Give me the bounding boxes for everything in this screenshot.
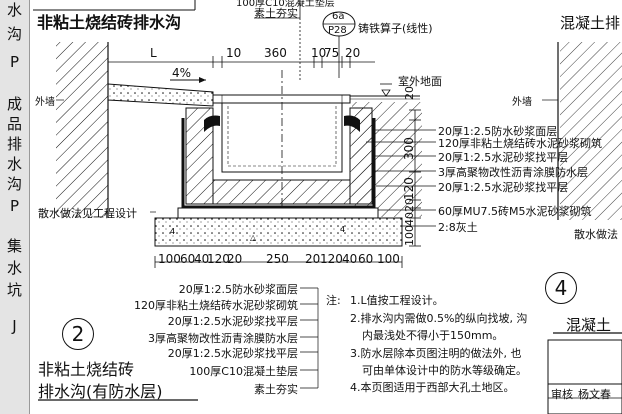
bdim: 250 bbox=[266, 252, 289, 266]
dim-20: 20 bbox=[345, 46, 361, 60]
bdim: 120 bbox=[320, 252, 343, 266]
vdim-20b: 20 bbox=[403, 198, 416, 212]
dim-L: L bbox=[150, 46, 157, 60]
bdim: 100 bbox=[158, 252, 181, 266]
layer-bottom-7: 素土夯实 bbox=[254, 383, 298, 396]
sidebar-char[interactable]: 水 bbox=[6, 155, 22, 173]
sidebar-char[interactable]: 排 bbox=[6, 135, 22, 153]
outdoor-ground-label: 室外地面 bbox=[398, 75, 442, 88]
dim-75: 75 bbox=[324, 46, 340, 60]
notes-head: 注: bbox=[326, 294, 341, 307]
dim-10b: 10 bbox=[311, 46, 327, 60]
note-line: 2.排水沟内需做0.5%的纵向找坡, 沟 bbox=[350, 312, 528, 325]
bdim: 40 bbox=[342, 252, 358, 266]
detail-number-2: 2 bbox=[62, 318, 94, 350]
layer-bottom-1: 20厚1:2.5防水砂浆面层 bbox=[178, 283, 298, 296]
slope-label: 4% bbox=[172, 66, 192, 80]
layer-right-2: 120厚非粘土烧结砖水泥砂浆砌筑 bbox=[438, 137, 602, 150]
bdim: 120 bbox=[207, 252, 230, 266]
detail2-title-line2: 排水沟(有防水层) bbox=[38, 382, 163, 401]
layer-bottom-3: 20厚1:2.5水泥砂浆找平层 bbox=[167, 315, 298, 328]
layer-bottom-4: 3厚高聚物改性沥青涂膜防水层 bbox=[148, 332, 298, 345]
vdim-20: 20 bbox=[403, 86, 416, 100]
bdim: 60 bbox=[358, 252, 374, 266]
svg-text:△: △ bbox=[250, 233, 257, 242]
sidebar-index: 水 沟 P 成 品 排 水 沟 P 集 水 坑 J bbox=[0, 0, 30, 414]
vdim-120: 120 bbox=[402, 177, 416, 200]
dim-10: 10 bbox=[226, 46, 242, 60]
ref-num: 6a bbox=[332, 11, 345, 22]
detail-title-right: 混凝土排 bbox=[560, 14, 621, 32]
ref-page: P28 bbox=[328, 25, 347, 36]
layer-right-6: 60厚MU7.5砖M5水泥砂浆砌筑 bbox=[438, 205, 592, 218]
titleblock-name: 杨文春 bbox=[578, 388, 611, 401]
sidebar-char[interactable]: P bbox=[9, 53, 20, 71]
layer-right-4: 3厚高聚物改性沥青涂膜防水层 bbox=[438, 166, 588, 179]
bdim: 20 bbox=[227, 252, 243, 266]
vdim-300: 300 bbox=[402, 137, 416, 160]
bdim: 100 bbox=[377, 252, 400, 266]
bdim: 60 bbox=[180, 252, 196, 266]
layer-right-1: 20厚1:2.5防水砂浆面层 bbox=[438, 125, 558, 138]
detail4-title: 混凝土 bbox=[566, 316, 612, 334]
note-line: 内最浅处不得小于150mm。 bbox=[362, 329, 504, 342]
svg-text:4: 4 bbox=[340, 225, 345, 234]
note-line: 可由单体设计中的防水等级确定。 bbox=[362, 364, 527, 377]
layer-right-7: 2:8灰土 bbox=[438, 221, 478, 234]
note-line: 4.本页图适用于西部大孔土地区。 bbox=[350, 381, 515, 394]
sidebar-char[interactable]: 坑 bbox=[6, 281, 22, 299]
sidebar-char[interactable]: 成 bbox=[6, 95, 22, 113]
sidebar-char[interactable]: P bbox=[9, 197, 20, 215]
layer-right-5: 20厚1:2.5水泥砂浆找平层 bbox=[438, 181, 569, 194]
titleblock-review: 审核 bbox=[551, 388, 573, 401]
sidebar-char[interactable]: J bbox=[12, 317, 17, 335]
sidebar-char[interactable]: 水 bbox=[6, 259, 22, 277]
detail-number-4: 4 bbox=[545, 272, 577, 304]
layer-bottom-5: 20厚1:2.5水泥砂浆找平层 bbox=[167, 347, 298, 360]
left-apron-note: 散水做法见工程设计 bbox=[38, 207, 137, 220]
vdim-40: 40 bbox=[403, 212, 416, 226]
bdim: 40 bbox=[194, 252, 210, 266]
note-line: 3.防水层除本页图注明的做法外, 也 bbox=[350, 347, 522, 360]
sidebar-char[interactable]: 品 bbox=[6, 115, 22, 133]
sidebar-char[interactable]: 集 bbox=[6, 237, 22, 255]
dim-360: 360 bbox=[264, 46, 287, 60]
sidebar-char[interactable]: 沟 bbox=[6, 175, 22, 193]
svg-text:4: 4 bbox=[170, 227, 175, 236]
layer-bottom-6: 100厚C10混凝土垫层 bbox=[189, 365, 298, 378]
right-apron-note: 散水做法 bbox=[574, 228, 618, 241]
layer-right-3: 20厚1:2.5水泥砂浆找平层 bbox=[438, 151, 569, 164]
sidebar-char[interactable]: 沟 bbox=[6, 25, 22, 43]
layer-bottom-2: 120厚非粘土烧结砖水泥砂浆砌筑 bbox=[134, 299, 298, 312]
vdim-100: 100 bbox=[403, 225, 416, 246]
leader-top1: 100厚C10混凝土垫层 bbox=[236, 0, 335, 9]
detail2-title-line1: 非粘土烧结砖 bbox=[38, 360, 135, 379]
bdim: 20 bbox=[305, 252, 321, 266]
sidebar-char[interactable]: 水 bbox=[6, 1, 22, 19]
outer-wall-label: 外墙 bbox=[35, 97, 55, 108]
right-outer-wall-label: 外墙 bbox=[512, 97, 532, 108]
detail-title-top: 非粘土烧结砖排水沟 bbox=[37, 13, 182, 32]
note-line: 1.L值按工程设计。 bbox=[350, 294, 444, 307]
grate-label: 铸铁算子(线性) bbox=[358, 22, 433, 35]
leader-top2: 素土夯实 bbox=[254, 7, 298, 20]
